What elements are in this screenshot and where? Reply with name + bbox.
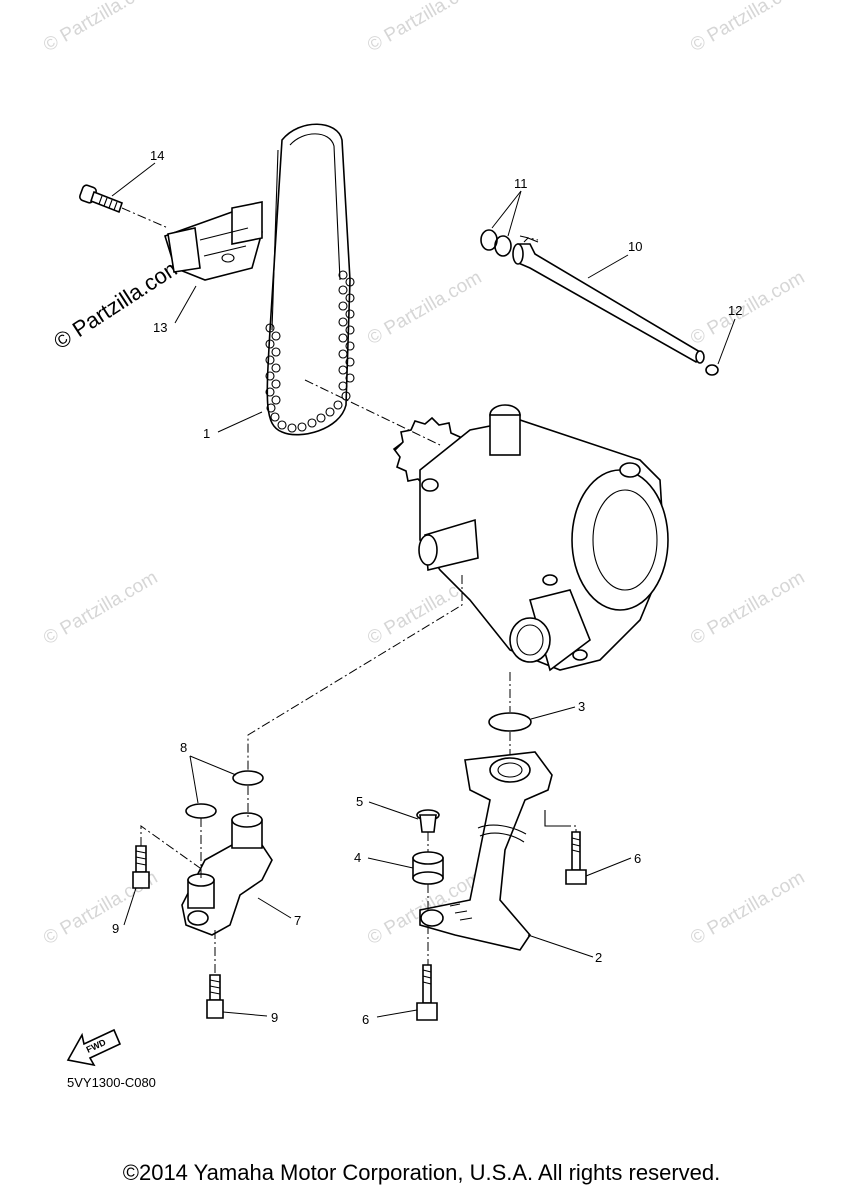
forward-direction-arrow: FWD [66, 1028, 122, 1067]
part-9-bolt-upper [132, 845, 150, 889]
callout-3: 3 [578, 699, 585, 714]
part-3-o-ring [488, 712, 532, 732]
part-7-elbow-pipe [181, 812, 273, 936]
assembly-lines [121, 207, 577, 975]
part-1-drive-chain [265, 123, 355, 436]
callout-5: 5 [356, 794, 363, 809]
callout-2: 2 [595, 950, 602, 965]
part-11-o-rings [480, 229, 512, 257]
brand-watermark: © Partzilla.com [49, 252, 187, 354]
part-14-bolt [79, 184, 123, 214]
callout-14: 14 [150, 148, 164, 163]
oil-pump-assembly [392, 404, 669, 672]
watermark-text: © Partzilla.com [687, 867, 808, 949]
chain-links [265, 270, 355, 433]
callout-1: 1 [203, 426, 210, 441]
callout-12: 12 [728, 303, 742, 318]
part-8-o-rings [185, 770, 264, 819]
part-9-bolt-lower [206, 974, 224, 1019]
watermark-text: © Partzilla.com [364, 0, 485, 56]
callout-labels: 1 2 3 4 5 6 6 7 8 9 9 10 11 12 13 14 [112, 148, 742, 1027]
part-5-collar [416, 809, 440, 833]
part-10-shaft [512, 237, 705, 364]
leader-lines [111, 162, 736, 1018]
callout-8: 8 [180, 740, 187, 755]
callout-13: 13 [153, 320, 167, 335]
watermark-text: © Partzilla.com [40, 0, 161, 56]
diagram-code: 5VY1300-C080 [67, 1075, 156, 1090]
part-4-grommet [412, 851, 444, 885]
part-13-chain-guide [164, 201, 263, 281]
callout-6-lower: 6 [362, 1012, 369, 1027]
callout-7: 7 [294, 913, 301, 928]
watermark-text: © Partzilla.com [687, 267, 808, 349]
watermark-text: © Partzilla.com [364, 267, 485, 349]
callout-6-upper: 6 [634, 851, 641, 866]
part-2-oil-strainer-pipe [419, 751, 565, 951]
part-12-o-ring [705, 364, 719, 376]
callout-11: 11 [514, 176, 528, 191]
part-6-bolt-upper [565, 831, 587, 885]
part-6-bolt-lower [416, 964, 438, 1021]
watermark-text: © Partzilla.com [687, 0, 808, 56]
watermark-text: © Partzilla.com [687, 567, 808, 649]
callout-9-lower: 9 [271, 1010, 278, 1025]
callout-4: 4 [354, 850, 361, 865]
copyright-notice: ©2014 Yamaha Motor Corporation, U.S.A. A… [122, 1160, 721, 1185]
callout-10: 10 [628, 239, 642, 254]
watermark-text: © Partzilla.com [40, 567, 161, 649]
callout-9-upper: 9 [112, 921, 119, 936]
